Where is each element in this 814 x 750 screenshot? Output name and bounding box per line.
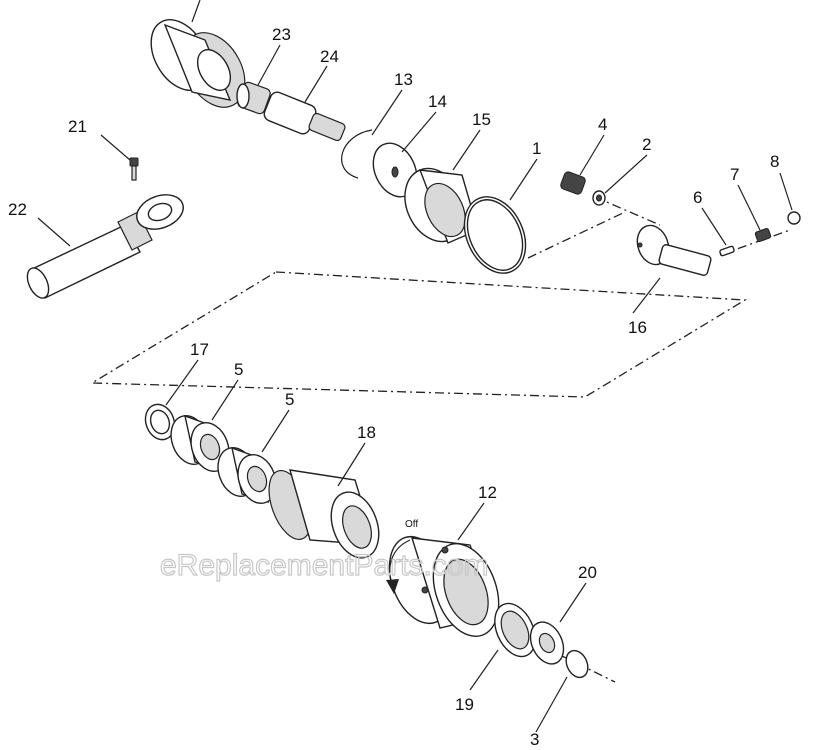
part-6-pin <box>719 245 735 257</box>
callout-5b: 5 <box>285 390 294 409</box>
part-17-ring <box>144 403 176 441</box>
part-8-cap <box>787 211 801 225</box>
callout-1: 1 <box>532 139 541 158</box>
callout-19: 19 <box>455 695 474 714</box>
callout-labels: 23 24 13 14 15 1 4 2 8 7 6 21 22 16 17 5… <box>8 25 779 749</box>
callout-15: 15 <box>472 110 491 129</box>
part-20-washer <box>529 621 565 665</box>
callout-12: 12 <box>478 483 497 502</box>
part-19-ring <box>494 602 536 658</box>
part-23-spline-bearing <box>236 81 271 115</box>
part-12-reverse-ring <box>388 535 500 637</box>
direction-arrow: Off <box>386 519 418 594</box>
part-24-shaft <box>263 91 346 142</box>
part-1-o-ring <box>463 196 527 274</box>
part-13-snap-ring <box>341 129 373 179</box>
callout-14: 14 <box>428 92 447 111</box>
callout-20: 20 <box>578 563 597 582</box>
part-5-bearing-a <box>170 414 230 472</box>
part-5-bearing-b <box>217 446 277 504</box>
callout-23: 23 <box>272 25 291 44</box>
callout-16: 16 <box>628 318 647 337</box>
callout-22: 22 <box>8 200 27 219</box>
callout-5a: 5 <box>234 360 243 379</box>
callout-6: 6 <box>693 188 702 207</box>
part-15-sleeve <box>404 167 479 244</box>
part-4-needle-bearing <box>560 171 586 195</box>
leader-lines <box>37 0 793 733</box>
part-16-spindle <box>636 224 712 276</box>
callout-7: 7 <box>730 165 739 184</box>
part-21-screw <box>129 157 139 181</box>
callout-17: 17 <box>190 340 209 359</box>
part-18-gear-housing <box>268 469 380 559</box>
assembly-path-lines <box>89 196 791 683</box>
part-7-spring <box>754 227 772 243</box>
watermark: eReplacementParts.com <box>160 549 488 582</box>
callout-24: 24 <box>320 47 339 66</box>
callout-8: 8 <box>770 152 779 171</box>
part-2-bushing <box>592 190 606 206</box>
part-drive-gear <box>150 19 246 108</box>
callout-18: 18 <box>357 423 376 442</box>
callout-4: 4 <box>598 115 607 134</box>
callout-3: 3 <box>530 730 539 749</box>
callout-13: 13 <box>394 70 413 89</box>
callout-2: 2 <box>642 135 651 154</box>
part-3-retaining-ring <box>565 649 589 679</box>
callout-21: 21 <box>68 117 87 136</box>
part-22-handle <box>26 194 184 299</box>
direction-label-off: Off <box>405 519 418 530</box>
